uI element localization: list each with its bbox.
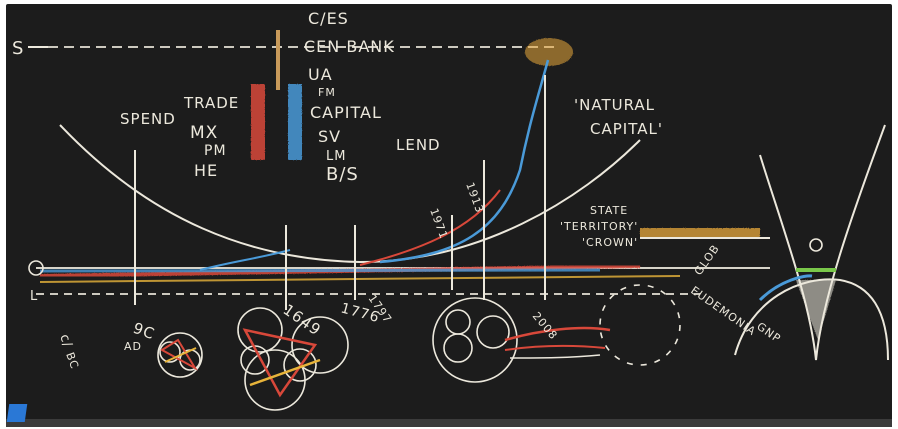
label-natural: 'NATURAL (574, 96, 655, 114)
u-curve (59, 124, 641, 264)
label-glob: GLOB (692, 242, 722, 278)
label-1971: 1971 (427, 207, 450, 242)
v-funnel (759, 124, 886, 361)
glob-arc-blue (758, 274, 813, 302)
label-spend: SPEND (120, 110, 176, 128)
blue-small-curve (199, 249, 291, 271)
label-sv: SV (318, 127, 341, 146)
label-ad: AD (124, 340, 142, 353)
label-gnp: GNP (754, 320, 783, 346)
label-bc2: BC (63, 351, 81, 371)
cluster-ad (157, 332, 203, 378)
label-he: HE (194, 161, 218, 180)
label-l: L (30, 289, 38, 304)
label-2008: 2008 (530, 310, 561, 343)
cen-bank-smudge (525, 38, 573, 66)
label-pm: PM (204, 143, 227, 159)
yellow-band (39, 275, 681, 283)
label-lend: LEND (396, 136, 441, 154)
cluster-1913 (432, 297, 518, 383)
state-arrow-band (640, 228, 760, 238)
label-cen-bank: CEN BANK (304, 37, 395, 56)
blue-band (39, 268, 601, 273)
blue-bar (288, 84, 302, 160)
label-fm: FM (318, 86, 336, 99)
board-frame (6, 419, 892, 427)
label-crown: 'CROWN' (582, 236, 638, 249)
label-ces: C/ES (308, 9, 349, 28)
label-mx: MX (190, 123, 218, 143)
label-1913: 1913 (463, 181, 486, 216)
label-eudemonia: EUDEMONIA (688, 284, 758, 339)
glob-arc (734, 278, 889, 361)
label-capital2: CAPITAL' (590, 120, 663, 138)
red-bar (251, 84, 265, 160)
cluster-1649 (237, 307, 349, 411)
funnel-fill (796, 280, 836, 340)
cluster-2008 (504, 284, 681, 366)
funnel-head (809, 238, 823, 252)
label-bc: c/ (56, 332, 75, 350)
label-trade: TRADE (183, 94, 239, 112)
label-capital: CAPITAL (310, 103, 382, 122)
l-marker (28, 260, 44, 276)
red-rising-curve (359, 189, 501, 266)
label-1649: 1649 (280, 301, 325, 340)
label-lm: LM (326, 149, 346, 164)
label-s: S (12, 38, 24, 59)
chalkboard (6, 4, 892, 425)
label-territory: 'TERRITORY' (560, 220, 638, 233)
label-state: STATE (590, 204, 628, 217)
label-bs: B/S (326, 164, 359, 185)
label-ua: UA (308, 65, 333, 84)
blue-rising-curve (379, 59, 550, 264)
